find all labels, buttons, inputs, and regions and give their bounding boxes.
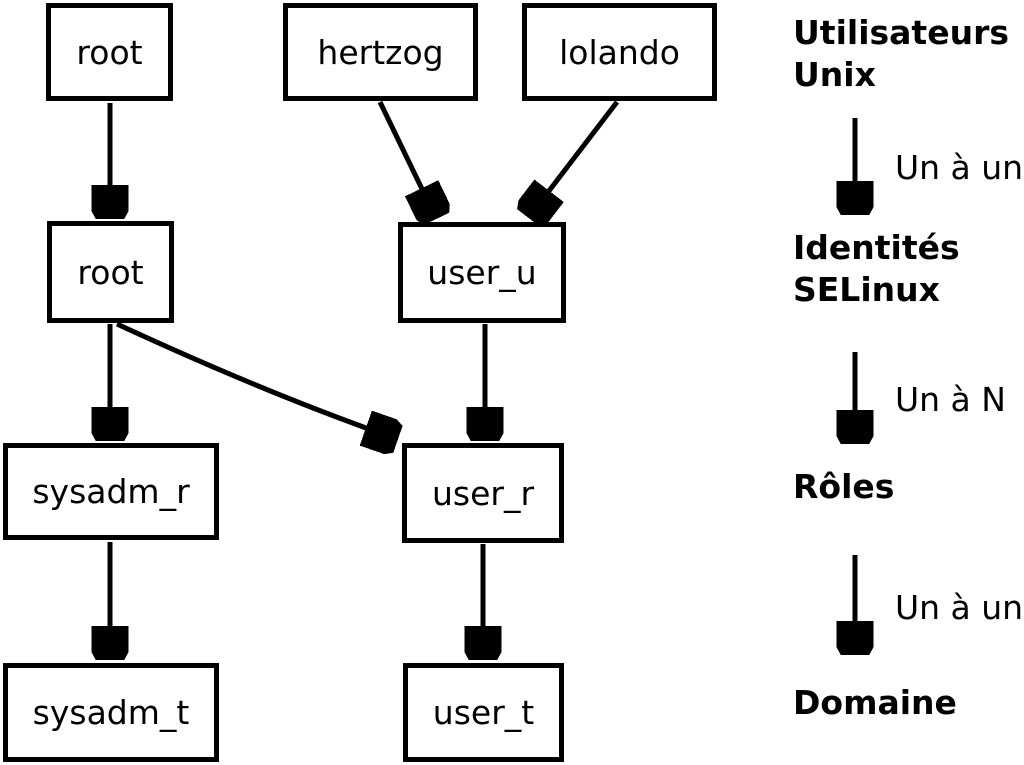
node-role-sysadm-r: sysadm_r — [3, 443, 219, 540]
node-label: root — [77, 252, 144, 292]
legend-level-roles: Rôles — [793, 467, 895, 506]
legend-level-utilisateurs-unix: Utilisateurs Unix — [793, 13, 1009, 94]
node-role-user-r: user_r — [402, 443, 564, 543]
node-label: hertzog — [317, 32, 444, 72]
node-selinux-identity-root: root — [47, 221, 174, 323]
legend-level-domaine: Domaine — [793, 683, 957, 722]
legend-relation-un-a-un-2: Un à un — [895, 588, 1024, 627]
node-label: root — [76, 32, 143, 72]
node-unix-user-root: root — [46, 3, 173, 101]
node-label: user_u — [427, 253, 537, 292]
legend-relation-un-a-n: Un à N — [895, 380, 1006, 419]
node-domain-sysadm-t: sysadm_t — [3, 663, 219, 762]
legend-level-identites-selinux: Identités SELinux — [793, 228, 960, 309]
node-label: user_r — [431, 473, 535, 513]
node-label: lolando — [559, 32, 680, 72]
node-unix-user-hertzog: hertzog — [283, 3, 478, 101]
arrow-lolando-to-useru — [529, 100, 619, 217]
legend-relation-un-a-un-1: Un à un — [895, 148, 1024, 187]
arrow-selroot-to-userr — [115, 321, 397, 439]
node-label: sysadm_t — [32, 693, 190, 732]
node-label: sysadm_r — [32, 472, 190, 511]
node-unix-user-lolando: lolando — [522, 3, 717, 101]
node-selinux-identity-user-u: user_u — [398, 222, 566, 323]
node-domain-user-t: user_t — [403, 663, 564, 762]
node-label: user_t — [432, 693, 535, 732]
arrow-hertzog-to-useru — [377, 100, 436, 218]
